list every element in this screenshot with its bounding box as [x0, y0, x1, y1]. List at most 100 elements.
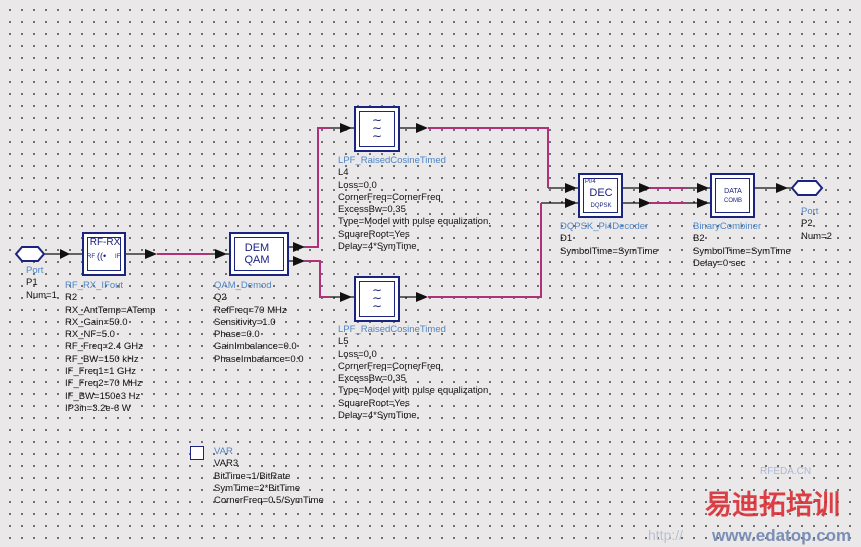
lpf-l5-component[interactable]: ∼∼∼ [354, 276, 400, 322]
port-name: P1 [26, 277, 38, 289]
parameter-line: ExcessBw=0.35 [338, 204, 406, 216]
pink-wire [306, 260, 330, 298]
pink-wire [306, 127, 330, 248]
watermark-http: http:// [648, 527, 684, 543]
port-p1-symbol [14, 246, 46, 262]
arrow-icon [776, 183, 788, 193]
arrow-icon [639, 198, 651, 208]
parameter-line: RX_NF=5.0 [65, 329, 115, 341]
parameter-line: SymbolTime=SymTime [560, 245, 658, 257]
port-p2-labels: Port P2 Num=2 [801, 206, 832, 243]
qam-symbol-line1: DEM [244, 242, 270, 254]
instance-name: VAR3 [214, 458, 239, 470]
parameter-line: IF_Freq1=1 GHz [65, 366, 137, 378]
parameter-line: Loss=0.0 [338, 348, 377, 360]
parameter-line: ExcessBw=0.35 [338, 373, 406, 385]
instance-name: L4 [338, 167, 349, 179]
component-type-label: RF_RX_IFout [65, 280, 124, 291]
rf-rx-component[interactable]: RF-RX RF ((• IF [82, 232, 126, 276]
pink-wire [428, 203, 542, 298]
var-icon[interactable] [190, 446, 204, 460]
parameter-line: RF_BW=150 kHz [65, 353, 139, 365]
parameter-line: IF_BW=150e3 Hz [65, 390, 141, 402]
component-type-label: DQPSK_Pi4Decoder [560, 221, 649, 232]
qam-demod-component[interactable]: DEM QAM [229, 232, 289, 276]
dec-symbol-top: PI/4 [585, 179, 596, 185]
parameter-line: Delay=4*SymTime [338, 241, 417, 253]
filter-wave-icon: ∼∼∼ [371, 283, 383, 313]
port-p2-symbol [790, 180, 824, 196]
parameter-line: Type=Model with pulse equalization [338, 385, 489, 397]
parameter-line: IF_Freq2=70 MHz [65, 378, 142, 390]
component-type-label: LPF_RaisedCosineTimed [338, 155, 446, 166]
parameter-line: Phase=0.0 [214, 329, 260, 341]
binary-combiner-component[interactable]: DATA COMB [710, 173, 755, 218]
component-type-label: VAR [214, 446, 233, 457]
watermark-brand: 易迪拓培训 [705, 490, 840, 520]
arrow-icon [416, 123, 428, 133]
parameter-line: RX_Gain=50.0 [65, 316, 128, 328]
arrow-icon [565, 198, 577, 208]
arrow-icon [639, 183, 651, 193]
dqpsk-decoder-component[interactable]: PI/4 DEC DQPSK [578, 173, 623, 218]
dec-symbol-bottom: DQPSK [590, 203, 612, 209]
rf-rx-symbol-label: RF-RX [89, 237, 121, 248]
port-type: Port [801, 206, 819, 217]
parameter-line: CornerFreq=CornerFreq [338, 191, 441, 203]
arrow-icon [145, 249, 157, 259]
instance-name: B2 [693, 233, 705, 245]
arrow-icon [697, 183, 709, 193]
arrow-icon [293, 242, 305, 252]
filter-wave-icon: ∼∼∼ [371, 113, 383, 143]
port-name: P2 [801, 218, 813, 230]
dec-symbol: DEC [589, 187, 613, 199]
parameter-line: SquareRoot=Yes [338, 397, 410, 409]
parameter-line: CornerFreq=0.5/SymTime [214, 495, 324, 507]
arrow-icon [416, 292, 428, 302]
parameter-line: RefFreq=70 MHz [214, 304, 287, 316]
watermark-site: RFEDA.CN [760, 466, 812, 477]
parameter-line: PhaseImbalance=0.0 [214, 353, 304, 365]
component-type-label: BinaryCombiner [693, 221, 762, 232]
arrow-icon [215, 249, 227, 259]
instance-name: L5 [338, 336, 349, 348]
comb-symbol-line1: DATA [724, 188, 742, 195]
parameter-line: Type=Model with pulse equalization. [338, 216, 491, 228]
watermark-url: www.edatop.com [712, 526, 852, 545]
arrow-icon [60, 249, 70, 259]
parameter-line: RF_Freq=2.4 GHz [65, 341, 143, 353]
port-p1-labels: Port P1 Num=1 [26, 265, 57, 302]
if-port-label: IF [115, 254, 121, 260]
arrow-icon [697, 198, 709, 208]
instance-name: R2 [65, 292, 78, 304]
parameter-line: Delay=0 sec [693, 257, 746, 269]
pink-wire [428, 127, 549, 188]
parameter-line: Delay=4*SymTime [338, 410, 417, 422]
instance-name: D1 [560, 233, 573, 245]
arrow-icon [565, 183, 577, 193]
arrow-icon [340, 292, 352, 302]
arrow-icon [340, 123, 352, 133]
port-num: Num=2 [801, 230, 832, 242]
parameter-line: SymTime=2*BitTime [214, 482, 301, 494]
port-num: Num=1 [26, 289, 57, 301]
parameter-line: Loss=0.0 [338, 179, 377, 191]
parameter-line: RX_AntTemp=ATemp [65, 304, 156, 316]
parameter-line: IP3in=3.2e-6 W [65, 402, 131, 414]
parameter-line: SquareRoot=Yes [338, 228, 410, 240]
arrow-icon [293, 256, 305, 266]
parameter-line: GainImbalance=0.0 [214, 341, 297, 353]
parameter-line: Sensitivity=1.0 [214, 316, 276, 328]
parameter-line: CornerFreq=CornerFreq [338, 360, 441, 372]
lpf-l4-component[interactable]: ∼∼∼ [354, 106, 400, 152]
parameter-line: BitTime=1/BitRate [214, 470, 291, 482]
antenna-wave-icon: ((• [97, 251, 107, 261]
parameter-line: SymbolTime=SymTime [693, 245, 791, 257]
